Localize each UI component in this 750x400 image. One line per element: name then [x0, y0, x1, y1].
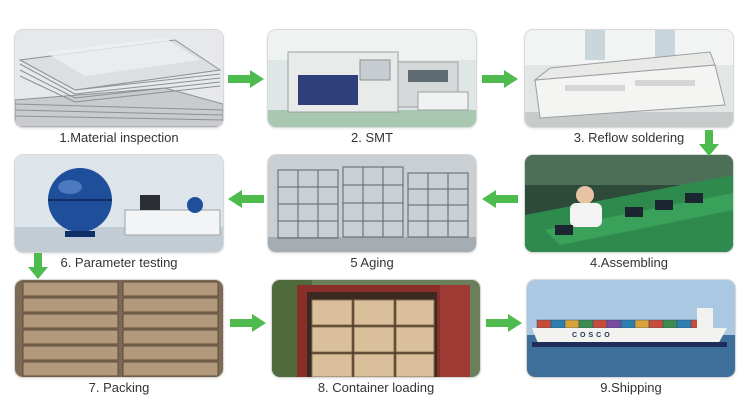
step-label: 5 Aging [350, 255, 394, 270]
step-label: 3. Reflow soldering [573, 130, 685, 145]
cartons-photo [15, 280, 223, 377]
step-label: 4.Assembling [589, 255, 669, 270]
container-photo [272, 280, 480, 377]
step-label: 8. Container loading [317, 380, 435, 395]
arrow-right-icon [228, 70, 264, 88]
step-label: 9.Shipping [600, 380, 662, 395]
arrow-right-icon [230, 314, 266, 332]
step-label: 2. SMT [351, 130, 393, 145]
arrow-down-icon [28, 253, 48, 279]
aging-rack-photo [268, 155, 476, 252]
cargo-ship-photo: COSCO [527, 280, 735, 377]
step-label: 6. Parameter testing [60, 255, 178, 270]
material-inspection-photo [15, 30, 223, 127]
integrating-sphere-photo [15, 155, 223, 252]
step-label: 1.Material inspection [59, 130, 179, 145]
assembly-line-photo [525, 155, 733, 252]
reflow-oven-photo [525, 30, 733, 127]
smt-machine-photo [268, 30, 476, 127]
arrow-right-icon [482, 70, 518, 88]
ship-name-text: COSCO [572, 332, 613, 339]
arrow-right-icon [486, 314, 522, 332]
arrow-down-icon [699, 130, 719, 156]
step-label: 7. Packing [88, 380, 150, 395]
arrow-left-icon [482, 190, 518, 208]
arrow-left-icon [228, 190, 264, 208]
